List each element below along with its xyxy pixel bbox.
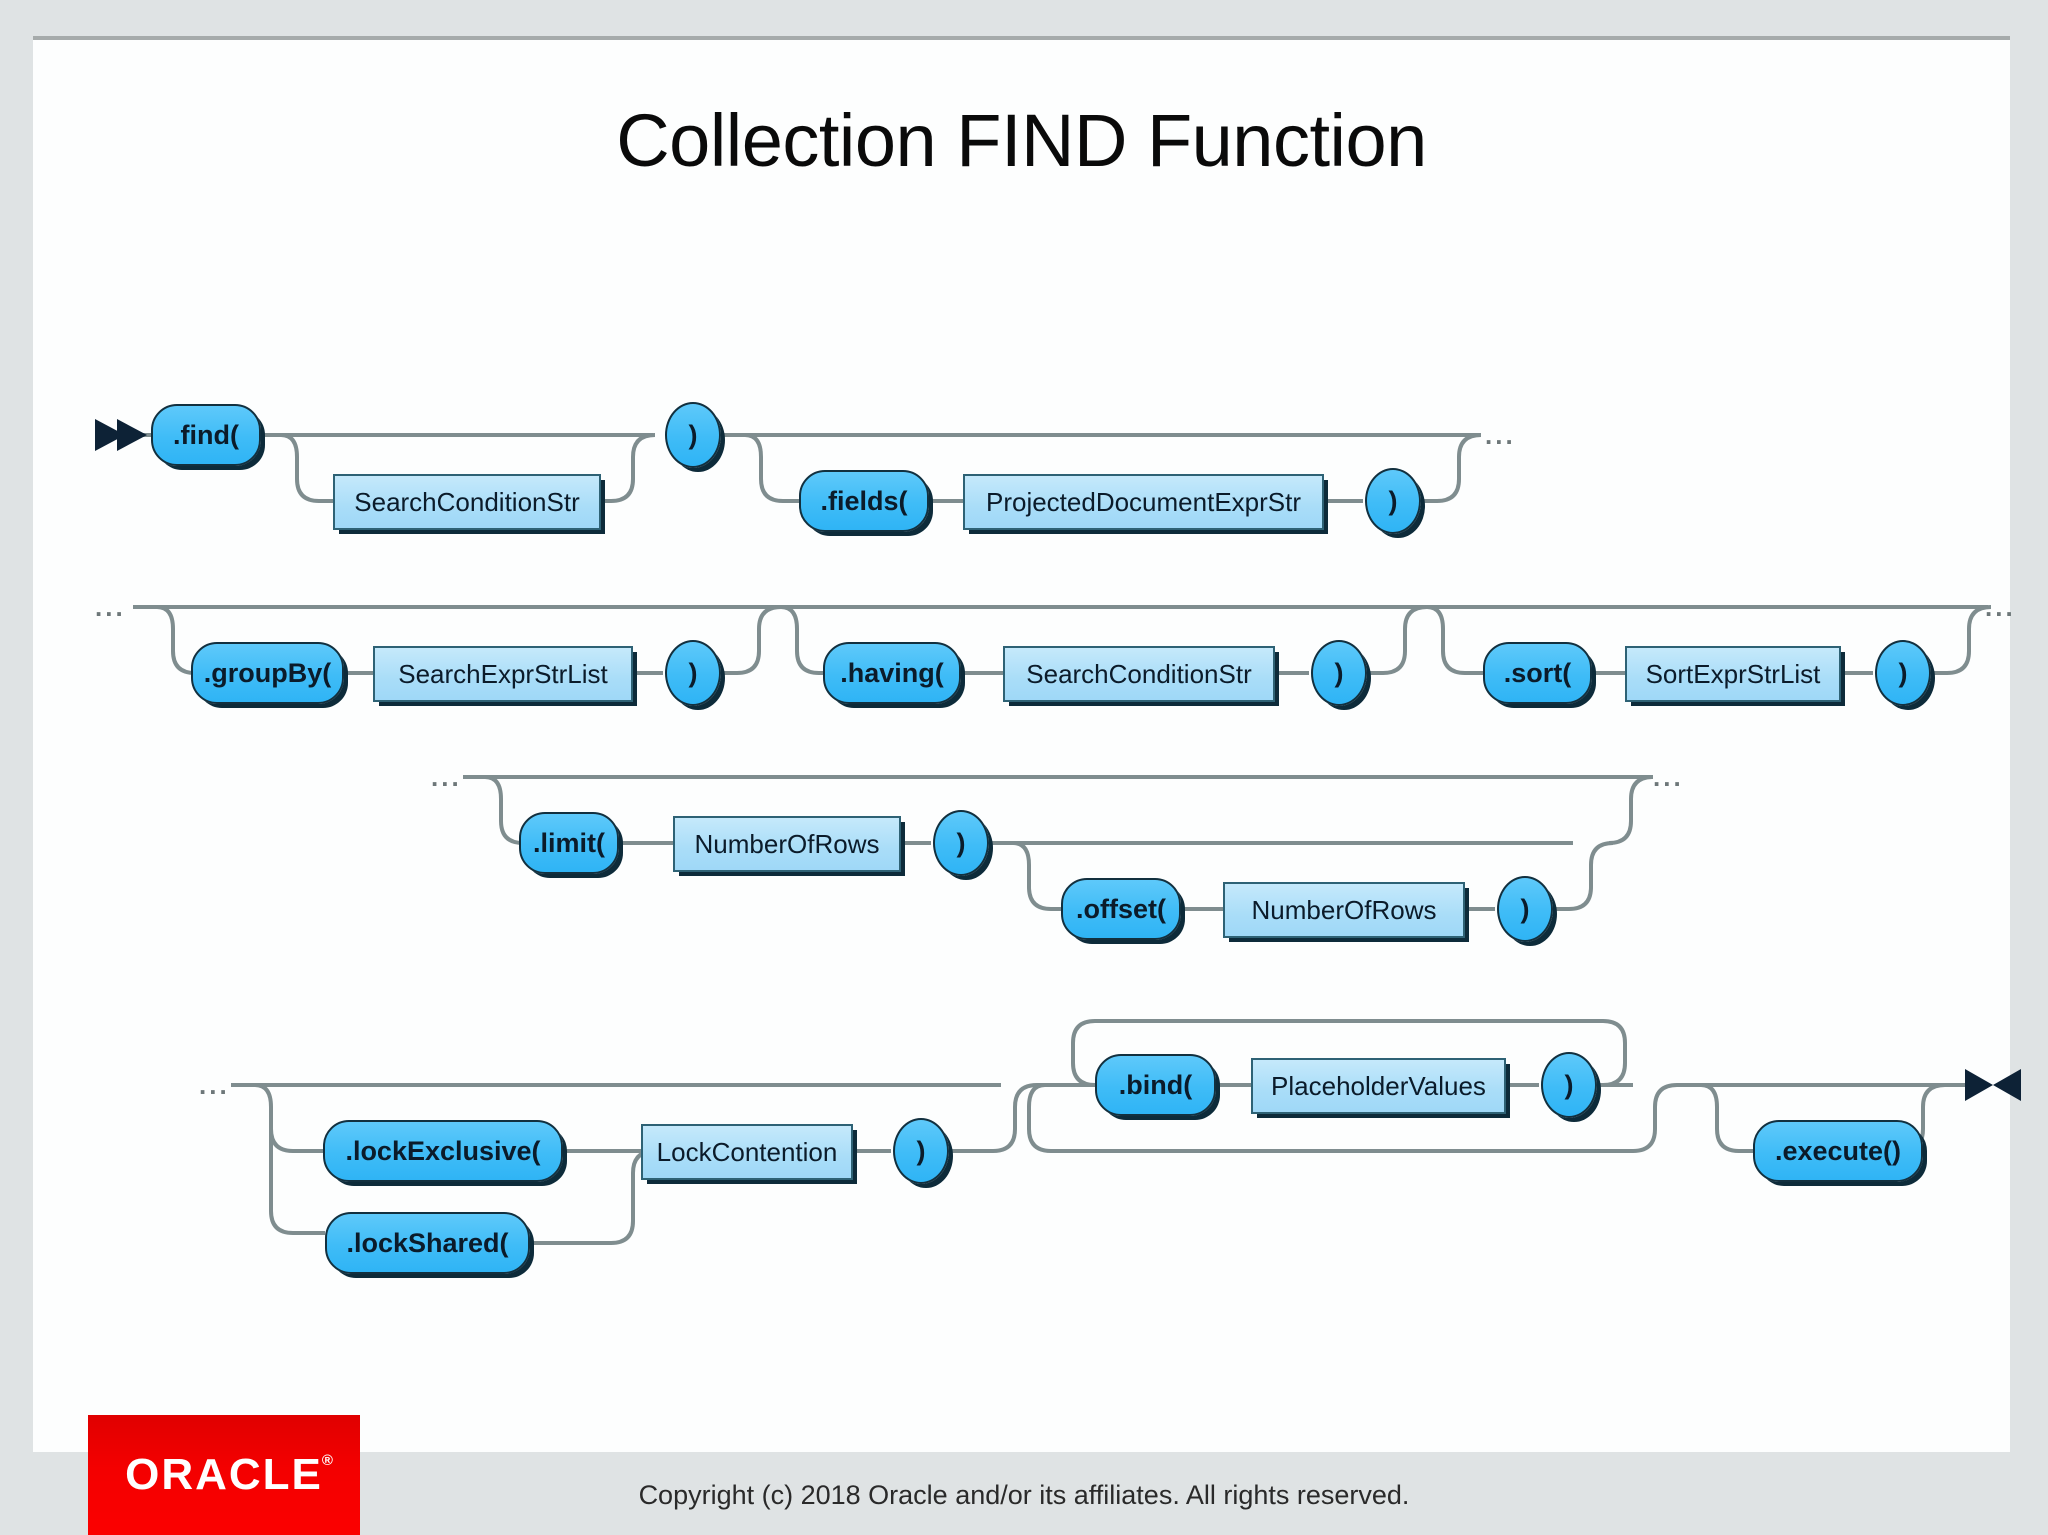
start-marker-icon	[95, 419, 147, 451]
copyright-text: Copyright (c) 2018 Oracle and/or its aff…	[638, 1480, 1410, 1510]
node-sort[interactable]: .sort(	[1483, 642, 1592, 704]
oracle-logo: ORACLE®	[88, 1415, 360, 1535]
slide-canvas: Collection FIND Function	[33, 36, 2021, 1501]
node-lock-exclusive[interactable]: .lockExclusive(	[323, 1120, 563, 1182]
oracle-wordmark: ORACLE®	[125, 1450, 333, 1500]
continuation-dots-row3-end: ...	[1653, 762, 1684, 792]
registered-trademark-icon: ®	[321, 1452, 335, 1469]
node-number-of-rows-offset[interactable]: NumberOfRows	[1223, 882, 1465, 938]
syntax-diagram: ... ... ... ... ... ... .find( SearchCon…	[33, 40, 2021, 1505]
node-number-of-rows-limit[interactable]: NumberOfRows	[673, 816, 901, 872]
node-fields[interactable]: .fields(	[799, 470, 929, 532]
node-search-condition-str-find[interactable]: SearchConditionStr	[333, 474, 601, 530]
node-sort-expr-str-list[interactable]: SortExprStrList	[1625, 646, 1841, 702]
node-close-paren-fields[interactable]: )	[1365, 468, 1421, 534]
node-close-paren-bind[interactable]: )	[1541, 1052, 1597, 1118]
node-groupby[interactable]: .groupBy(	[191, 642, 344, 704]
node-projected-document-expr-str[interactable]: ProjectedDocumentExprStr	[963, 474, 1324, 530]
continuation-dots-row1-end: ...	[1485, 420, 1516, 450]
node-close-paren-lock[interactable]: )	[893, 1118, 949, 1184]
node-bind[interactable]: .bind(	[1095, 1054, 1216, 1116]
node-find[interactable]: .find(	[151, 404, 261, 466]
node-close-paren-find[interactable]: )	[665, 402, 721, 468]
continuation-dots-row2-start: ...	[95, 592, 126, 622]
continuation-dots-row2-end: ...	[1985, 592, 2016, 622]
node-search-expr-str-list[interactable]: SearchExprStrList	[373, 646, 633, 702]
node-placeholder-values[interactable]: PlaceholderValues	[1251, 1058, 1506, 1114]
node-close-paren-having[interactable]: )	[1311, 640, 1367, 706]
node-search-condition-str-having[interactable]: SearchConditionStr	[1003, 646, 1275, 702]
node-close-paren-limit[interactable]: )	[933, 810, 989, 876]
continuation-dots-row3-start: ...	[431, 762, 462, 792]
node-lock-shared[interactable]: .lockShared(	[325, 1212, 530, 1274]
node-close-paren-offset[interactable]: )	[1497, 876, 1553, 942]
continuation-dots-row4-start: ...	[199, 1070, 230, 1100]
node-close-paren-sort[interactable]: )	[1875, 640, 1931, 706]
node-execute[interactable]: .execute()	[1753, 1120, 1923, 1182]
node-offset[interactable]: .offset(	[1061, 878, 1181, 940]
node-having[interactable]: .having(	[823, 642, 961, 704]
page-title: Collection FIND Function	[616, 99, 1427, 182]
node-limit[interactable]: .limit(	[519, 812, 619, 874]
end-marker-icon	[1965, 1069, 2021, 1101]
node-lock-contention[interactable]: LockContention	[641, 1124, 853, 1180]
node-close-paren-groupby[interactable]: )	[665, 640, 721, 706]
diagram-tracks	[95, 419, 2021, 1245]
oracle-logo-text: ORACLE	[125, 1450, 323, 1499]
